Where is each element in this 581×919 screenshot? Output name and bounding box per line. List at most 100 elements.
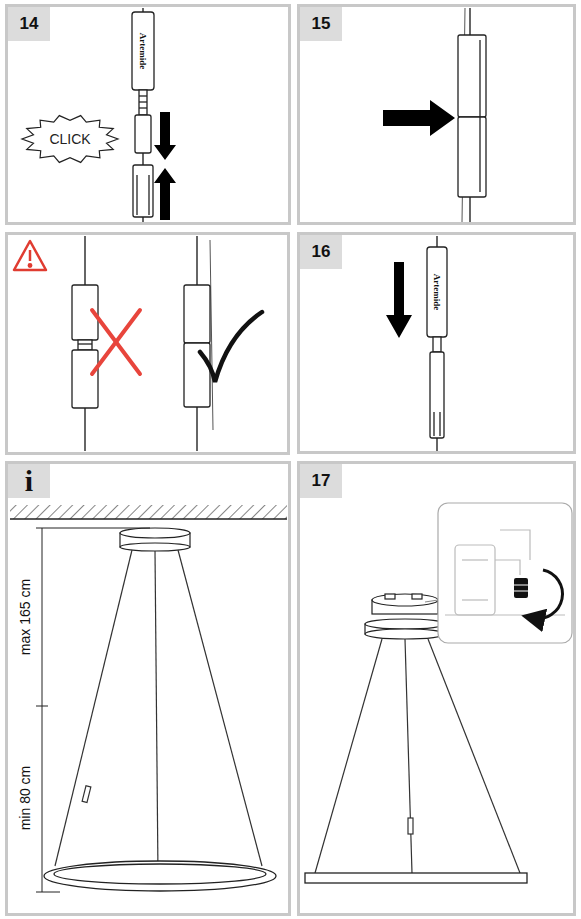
step-tab: i [8,464,50,498]
sound-word: CLICK [49,131,90,147]
detail-inset [425,600,438,602]
dimension-lines [36,706,48,707]
step-panel: 16 [297,232,576,454]
connector-step-16 [433,412,434,436]
click-burst: CLICK [20,113,120,165]
dimension-label: max 165 cm [17,579,33,655]
canopy [120,528,190,538]
burst-outline [22,116,118,163]
suspension-wires [55,550,262,875]
wrong-connection [78,343,92,344]
info-symbol: i [25,464,33,498]
suspension-wires-17 [315,639,520,873]
canopy-17 [365,594,445,639]
connector-step-14 [132,12,154,90]
connector-step-15 [479,40,480,192]
step-panel: 15 [297,4,576,225]
push-arrow [383,100,455,136]
wrong-connection [72,236,98,451]
suspension-wires [178,550,262,866]
step-panel: i [5,461,291,916]
connector-step-14 [139,107,147,108]
right-connection [184,236,213,451]
detail-inset [438,503,572,643]
connector-step-15 [458,8,486,222]
suspension-wires [82,786,91,803]
right-connection [184,285,210,343]
connector-step-15 [458,35,486,117]
brand-name: Artemide [432,274,442,310]
step-tab: 14 [8,7,50,41]
warning-triangle [29,264,31,266]
connector-step-16 [439,412,440,436]
push-arrows [154,112,176,160]
ceiling [10,505,287,519]
detail-inset [462,599,488,600]
push-arrows [154,168,176,220]
dimension-lines [42,528,43,892]
connector-step-14 [139,101,147,102]
warning-triangle [14,241,46,270]
step-tab: 15 [300,7,342,41]
step-number: 15 [312,14,331,34]
wrong-connection [72,350,98,408]
check-mark [200,312,262,382]
canopy [120,528,190,551]
connector-step-14 [148,175,149,215]
canopy [120,543,190,551]
step-number: 14 [20,14,39,34]
detail-inset [500,530,530,560]
warning-triangle [29,250,32,261]
detail-inset [462,559,488,560]
slide-arrow [386,262,412,338]
step-tab: 16 [300,235,342,269]
wrong-connection [78,340,92,350]
canopy-17 [372,594,438,606]
canopy-17 [385,594,395,599]
lamp-ring [44,861,276,891]
connector-step-16 [433,337,441,352]
suspension-wires-17 [428,639,520,873]
canopy-17 [365,629,445,639]
step-panel: 14CLICK [5,4,291,225]
connector-step-14 [133,165,153,217]
connector-step-14 [139,90,147,115]
dimension-lines [36,528,150,529]
brand-name: Artemide [138,33,148,69]
canopy-17 [365,619,445,629]
push-arrows [154,112,176,220]
step-number: 17 [312,471,331,491]
lamp-ring [44,861,276,891]
step-number: 16 [312,242,331,262]
connector-step-16 [430,352,444,438]
wrong-cross [92,310,140,374]
detail-inset [425,503,572,643]
push-arrow [383,100,455,136]
detail-inset [514,585,528,586]
detail-inset [514,591,528,592]
detail-inset [533,570,562,619]
connector-step-15 [458,117,486,197]
suspension-wires [55,550,132,866]
wrong-cross [92,310,140,374]
connector-step-14 [132,8,154,222]
detail-inset [455,545,495,615]
lamp-ring [54,864,266,884]
connector-step-16 [427,236,447,451]
detail-inset [514,578,528,598]
suspension-wires-17 [315,639,382,873]
wrong-cross [92,310,140,374]
step-tab: 17 [300,464,342,498]
warning-triangle [14,241,46,270]
step-panel: 17 [297,461,576,916]
dimension-lines [36,892,60,893]
lamp-disc [305,873,527,883]
right-connection [184,343,210,407]
dimension-lines [36,528,150,892]
canopy-17 [412,594,422,599]
connector-step-14 [136,175,137,215]
ceiling [10,505,287,519]
dimension-label: min 80 cm [17,766,33,831]
suspension-wires-17 [408,818,413,834]
